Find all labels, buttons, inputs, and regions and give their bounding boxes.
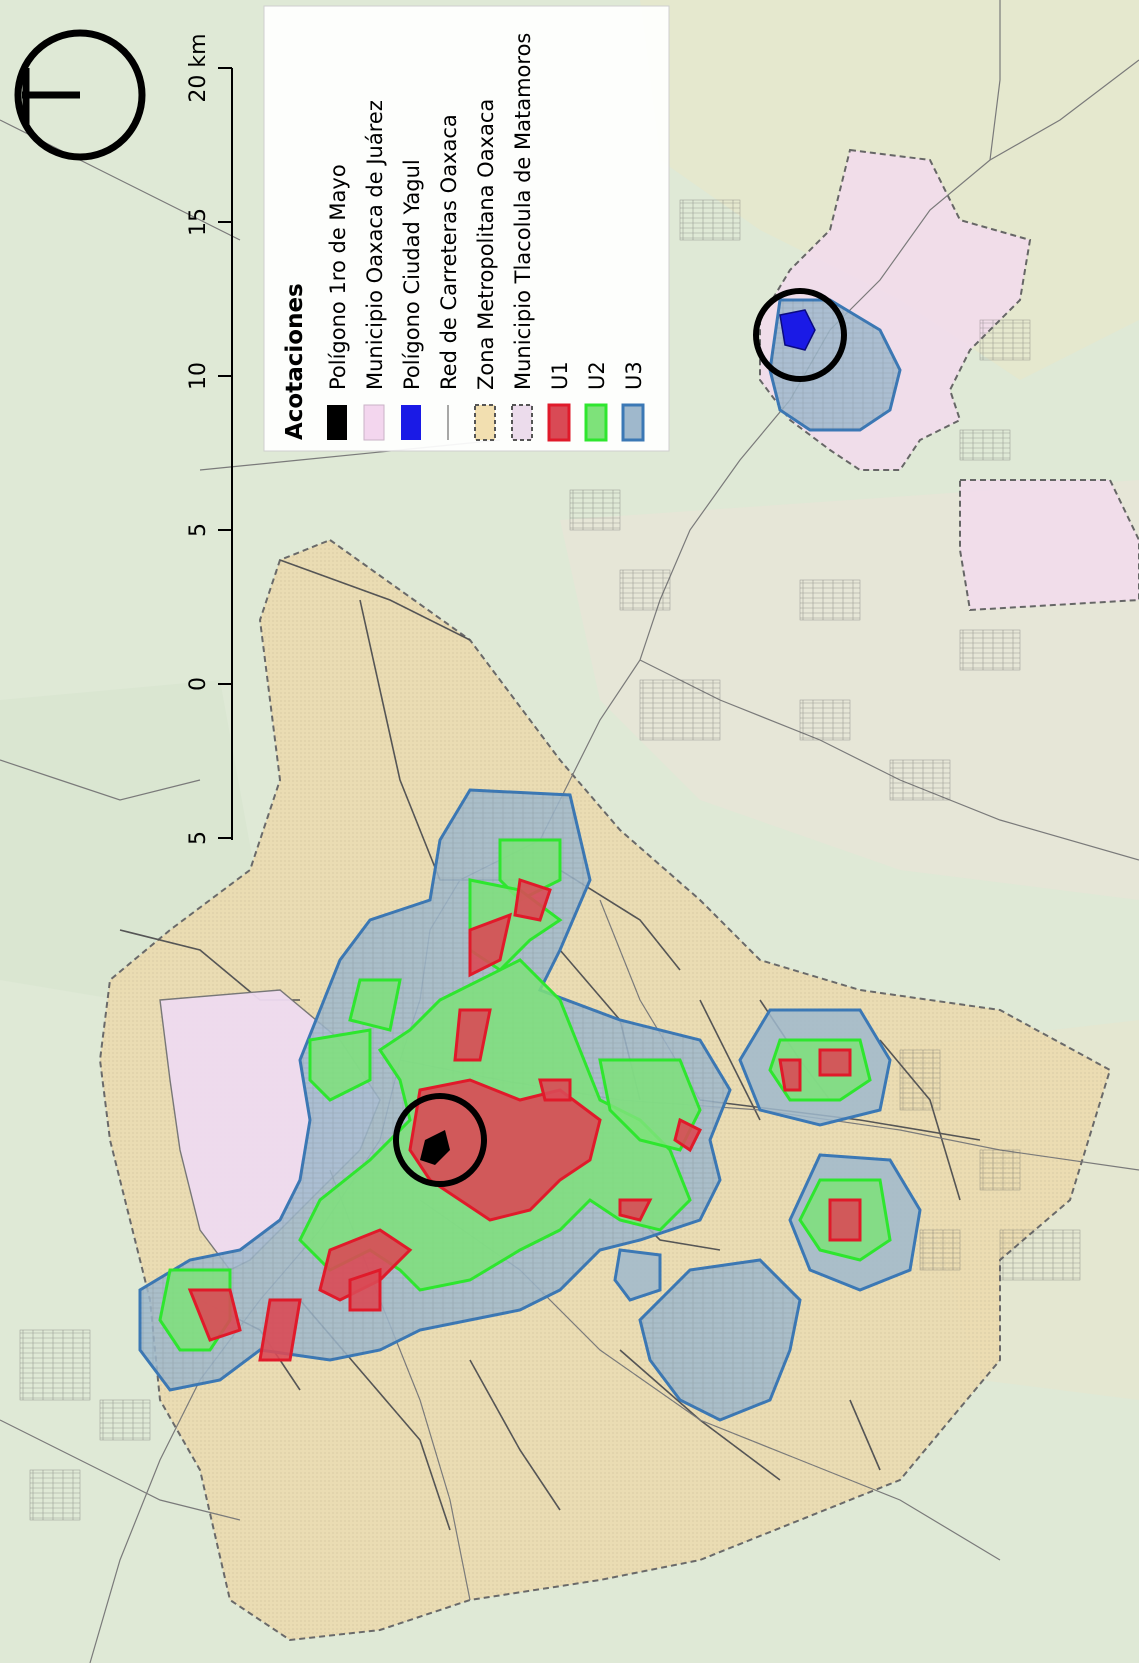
legend-label: Zona Metropolitana Oaxaca bbox=[474, 99, 498, 390]
scale-tick-label: 15 bbox=[186, 208, 211, 236]
legend-swatch bbox=[474, 404, 496, 441]
legend-item: U1 bbox=[547, 361, 572, 442]
legend-label: Municipio Oaxaca de Juárez bbox=[363, 100, 387, 390]
legend-swatch bbox=[621, 403, 645, 442]
scale-tick-label: 20 km bbox=[186, 33, 211, 102]
north-arrow bbox=[14, 29, 146, 161]
legend-label: U2 bbox=[585, 361, 609, 390]
legend-swatch bbox=[511, 404, 533, 441]
legend-item: Zona Metropolitana Oaxaca bbox=[474, 99, 498, 441]
primero-de-mayo-polygon[interactable] bbox=[420, 1130, 450, 1165]
legend-swatch bbox=[327, 405, 347, 440]
legend-swatch bbox=[401, 405, 421, 440]
localities bbox=[19, 199, 1081, 1521]
legend-label: Red de Carreteras Oaxaca bbox=[437, 114, 461, 390]
legend-item: Municipio Tlacolula de Matamoros bbox=[511, 33, 535, 441]
legend-item: Municipio Oaxaca de Juárez bbox=[363, 100, 387, 441]
legend-label: U1 bbox=[548, 361, 572, 390]
legend-title: Acotaciones bbox=[282, 283, 308, 440]
legend-label: Polígono 1ro de Mayo bbox=[326, 164, 350, 390]
scale-tick-label: 10 bbox=[186, 362, 211, 390]
highlight-circle-ciudad-yagul bbox=[753, 288, 847, 382]
legend-item: Polígono Ciudad Yagul bbox=[400, 159, 424, 440]
ciudad-yagul-polygon[interactable] bbox=[779, 309, 816, 351]
scale-tick-label: 5 bbox=[186, 831, 211, 845]
legend-label: U3 bbox=[622, 361, 646, 390]
scale-bar: 5 0 5 10 15 20 km bbox=[186, 33, 233, 845]
legend-item: U3 bbox=[621, 361, 646, 442]
tlacolula-east[interactable] bbox=[959, 479, 1139, 612]
legend-swatch bbox=[584, 403, 608, 442]
legend-item: Polígono 1ro de Mayo bbox=[326, 164, 350, 440]
legend: Acotaciones Polígono 1ro de Mayo Municipio… bbox=[263, 5, 670, 452]
scale-tick-label: 5 bbox=[186, 523, 211, 537]
legend-swatch bbox=[547, 403, 571, 442]
scale-tick-label: 0 bbox=[186, 677, 211, 691]
legend-item: U2 bbox=[584, 361, 609, 442]
legend-label: Municipio Tlacolula de Matamoros bbox=[511, 33, 535, 390]
legend-label: Polígono Ciudad Yagul bbox=[400, 159, 424, 390]
highlight-circle-primero-de-mayo bbox=[393, 1093, 487, 1187]
legend-swatch bbox=[363, 404, 385, 441]
legend-item: Red de Carreteras Oaxaca bbox=[437, 114, 461, 440]
